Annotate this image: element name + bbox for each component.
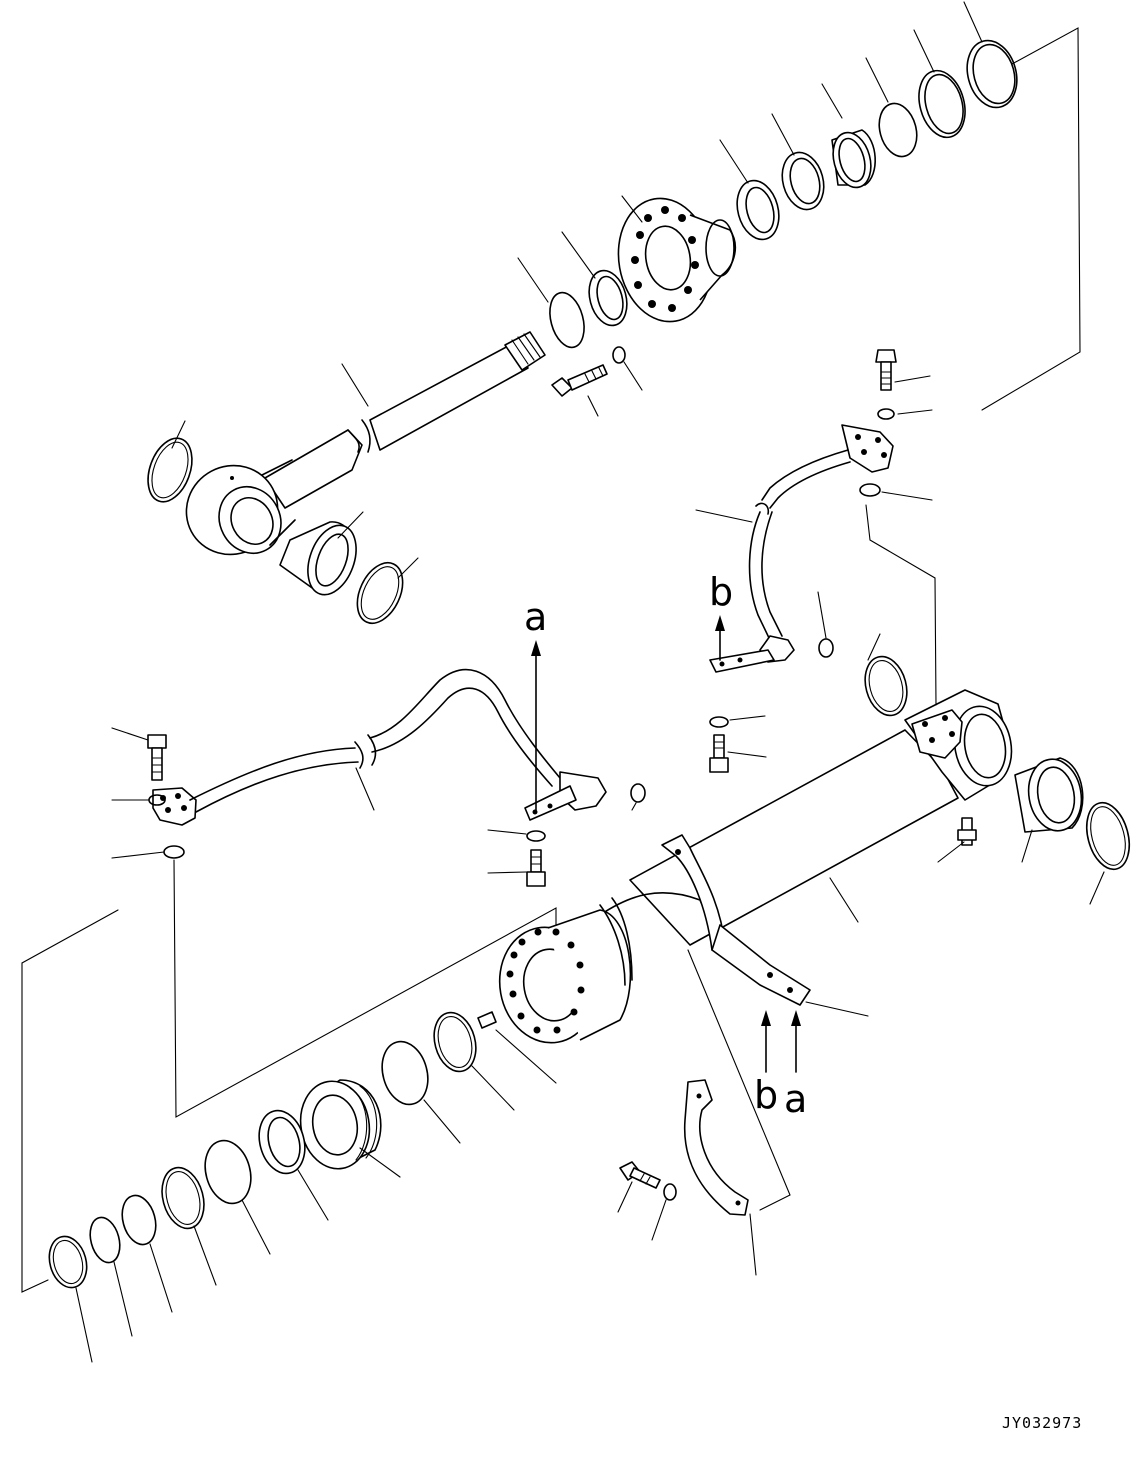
- tube-bolt-a: [526, 849, 546, 887]
- arrow-b-bottom: [761, 1010, 771, 1073]
- tube-washer-top: [877, 408, 895, 420]
- piston: [299, 1079, 382, 1170]
- head-side-tube: [709, 424, 894, 673]
- cylinder-tube: [498, 689, 1013, 1044]
- head-washer: [612, 346, 626, 364]
- rod-bushing-head: [831, 129, 876, 189]
- leader-lines: [21, 1, 1105, 1363]
- cushion-ring: [121, 1194, 157, 1246]
- dust-seal-ring: [878, 102, 918, 158]
- piston-wear-ring: [381, 1040, 429, 1106]
- bottom-seal-ring-right: [1085, 801, 1131, 871]
- piston-rod: [185, 331, 546, 556]
- rod-eye-seal-ring: [147, 437, 193, 503]
- tube-bolt-b: [709, 734, 729, 773]
- tube-o-ring-left: [163, 845, 185, 859]
- cylinder-head: [617, 197, 737, 323]
- set-screw: [477, 1011, 497, 1029]
- clamp-washer: [663, 1183, 677, 1201]
- tube-o-ring-top: [859, 483, 881, 497]
- arrow-b-top: [715, 615, 725, 661]
- slipper-seal: [204, 1139, 252, 1205]
- tube-clamp-lower: [683, 1079, 749, 1216]
- marker-b-bottom: b: [754, 1073, 778, 1117]
- tube-o-ring-b: [818, 638, 834, 658]
- marker-a-bottom: a: [784, 1077, 807, 1121]
- tube-bolt-left: [147, 734, 167, 781]
- tube-bolt-top: [875, 349, 897, 391]
- arrow-a-top: [531, 640, 541, 811]
- marker-b-top: b: [709, 570, 733, 614]
- wear-ring-b: [161, 1166, 205, 1230]
- marker-a-top: a: [524, 595, 547, 639]
- snap-ring: [549, 291, 585, 349]
- piston-o-ring: [433, 1011, 477, 1073]
- bottom-side-tube: [152, 668, 607, 826]
- part-code: JY032973: [1002, 1414, 1082, 1432]
- snap-ring-small: [89, 1216, 121, 1264]
- retaining-ring: [48, 1235, 88, 1289]
- tube-washer-a: [526, 830, 546, 842]
- bottom-bushing: [1014, 757, 1084, 833]
- tube-washer-left: [148, 794, 166, 806]
- head-bolt: [551, 364, 608, 397]
- tube-washer-b: [709, 716, 729, 728]
- rod-bushing-seal-ring: [356, 561, 404, 625]
- arrow-a-bottom: [791, 1010, 801, 1073]
- clamp-bolt: [619, 1161, 661, 1189]
- bottom-seal-ring-top: [864, 655, 908, 717]
- backup-ring-large: [966, 39, 1018, 109]
- rod-bushing: [279, 521, 357, 596]
- tube-o-ring-a: [630, 783, 646, 803]
- grease-fitting: [957, 817, 977, 846]
- buffer-ring: [736, 179, 780, 241]
- tube-clamp-upper: [661, 834, 811, 1006]
- rod-seal: [781, 151, 825, 211]
